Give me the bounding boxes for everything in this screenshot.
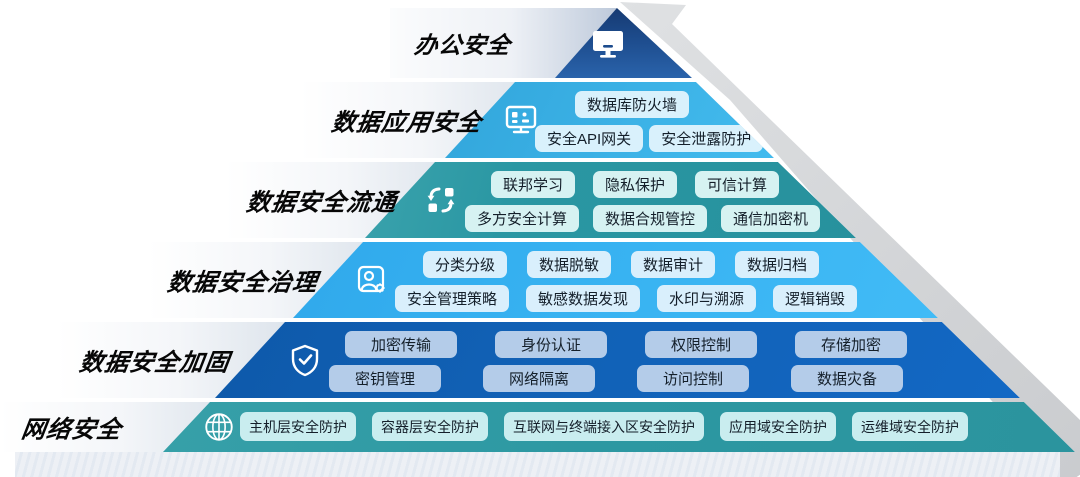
tag-chip: 逻辑销毁 — [773, 285, 858, 312]
tag-chip: 权限控制 — [645, 331, 758, 358]
globe-icon — [205, 413, 233, 441]
shield-check-icon — [291, 344, 319, 377]
layer-label: 网络安全 — [19, 416, 124, 444]
app-dashboard-icon — [505, 105, 537, 134]
layer-data-flow-security: 数据安全流通 联邦学习 隐私保护 可信计算 多方安全计算 数据合规管控 通信加密… — [225, 162, 856, 238]
tag-chip: 密钥管理 — [329, 365, 442, 392]
layer-label: 办公安全 — [412, 32, 513, 58]
tag-chip: 数据合规管控 — [593, 205, 708, 232]
reflection-band — [15, 452, 1060, 477]
data-exchange-icon — [427, 187, 455, 213]
tag-chip: 数据审计 — [631, 251, 716, 278]
layer-label: 数据安全加固 — [77, 349, 232, 377]
tag-chip: 访问控制 — [637, 365, 750, 392]
tag-chip: 多方安全计算 — [465, 205, 580, 232]
monitor-icon — [593, 31, 623, 58]
tag-chip: 互联网与终端接入区安全防护 — [504, 412, 704, 441]
tag-chip: 数据归档 — [735, 251, 820, 278]
tag-chip: 存储加密 — [795, 331, 908, 358]
tag-chip: 加密传输 — [345, 331, 458, 358]
layer-data-security-governance: 数据安全治理 分类分级 数据脱敏 数据审计 数据归档 安全管理策略 敏感数据发现… — [148, 242, 938, 318]
layer-label: 数据安全治理 — [165, 269, 320, 297]
tag-chip: 可信计算 — [695, 171, 780, 198]
tag-chip: 敏感数据发现 — [526, 285, 641, 312]
tag-chip: 水印与溯源 — [657, 285, 757, 312]
tag-chip: 通信加密机 — [721, 205, 821, 232]
tag-chip: 身份认证 — [495, 331, 608, 358]
tag-chip: 安全管理策略 — [395, 285, 510, 312]
user-gear-icon — [357, 265, 385, 293]
tag-chip: 容器层安全防护 — [372, 412, 488, 441]
layer-label: 数据应用安全 — [329, 109, 484, 137]
tag-chip: 网络隔离 — [483, 365, 596, 392]
tag-chip: 数据库防火墙 — [575, 91, 690, 118]
layer-label: 数据安全流通 — [244, 189, 399, 217]
tag-chip: 联邦学习 — [491, 171, 576, 198]
layer-data-security-hardening: 数据安全加固 加密传输 身份认证 权限控制 存储加密 密钥管理 网络隔离 访问控… — [57, 322, 1020, 398]
tag-chip: 分类分级 — [423, 251, 508, 278]
tag-chip: 安全泄露防护 — [649, 125, 764, 152]
tag-chip: 应用域安全防护 — [720, 412, 836, 441]
tag-chip: 隐私保护 — [593, 171, 678, 198]
layer-office-security: 办公安全 — [390, 8, 692, 78]
tag-chip: 数据脱敏 — [527, 251, 612, 278]
tag-chip: 主机层安全防护 — [240, 412, 356, 441]
tag-chip: 运维域安全防护 — [852, 412, 968, 441]
layer-network-security: 网络安全 主机层安全防护 容器层安全防护 互联网与终端接入区安全防护 应用域安全… — [0, 402, 1075, 452]
layer-data-application-security: 数据应用安全 数据库防火墙 安全API网关 安全泄露防护 — [300, 82, 774, 158]
tag-chip: 数据灾备 — [791, 365, 904, 392]
tag-chip: 安全API网关 — [535, 125, 644, 152]
